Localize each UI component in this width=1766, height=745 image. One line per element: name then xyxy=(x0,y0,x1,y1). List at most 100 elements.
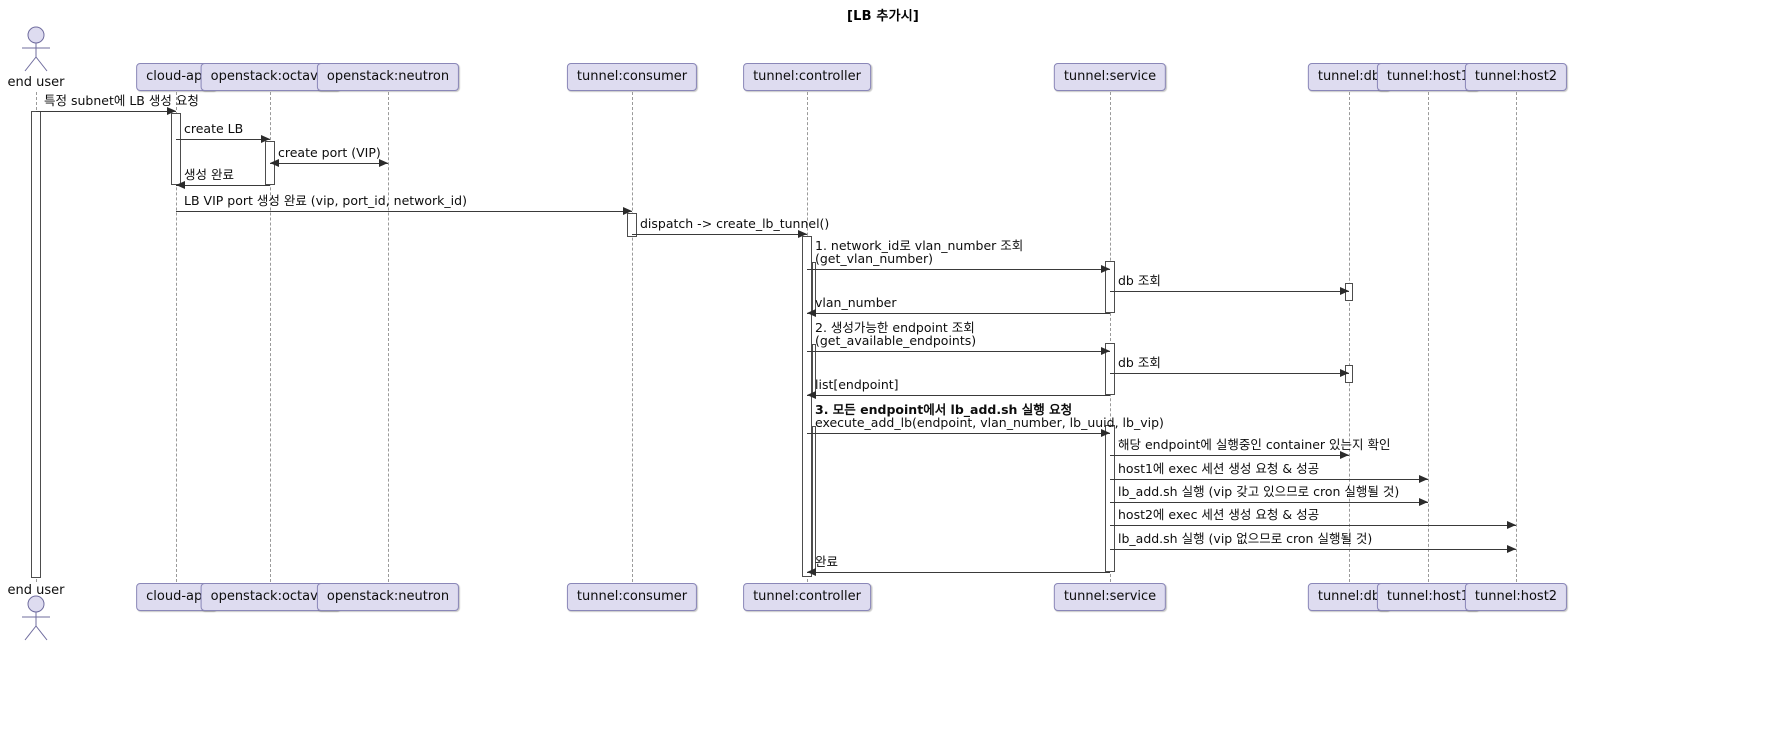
arrowhead-m16-right xyxy=(1419,498,1428,506)
message-line-m7 xyxy=(807,269,1110,270)
participant-tunnel-host2-top[interactable]: tunnel:host2 xyxy=(1464,63,1568,91)
message-line-m9 xyxy=(807,313,1110,314)
actor-label-top: end user xyxy=(7,75,65,90)
participant-openstack-neutron-bottom[interactable]: openstack:neutron xyxy=(316,583,460,611)
activation-a-ctrl-inner-3 xyxy=(812,426,816,573)
participant-tunnel-db-top[interactable]: tunnel:db xyxy=(1307,63,1391,91)
message-line-m15 xyxy=(1110,479,1428,480)
message-label-m4: 생성 완료 xyxy=(184,168,234,181)
participant-tunnel-controller-bottom[interactable]: tunnel:controller xyxy=(743,583,871,611)
message-line-m4 xyxy=(176,185,270,186)
message-label-m14: 해당 endpoint에 실행중인 container 있는지 확인 xyxy=(1118,438,1391,451)
participant-tunnel-host1-bottom[interactable]: tunnel:host1 xyxy=(1376,583,1480,611)
message-label-m5: LB VIP port 생성 완료 (vip, port_id, network… xyxy=(184,194,467,207)
message-line-m2 xyxy=(176,139,270,140)
message-label-m9: vlan_number xyxy=(815,296,897,309)
participant-tunnel-db-bottom[interactable]: tunnel:db xyxy=(1307,583,1391,611)
message-label-m7: 1. network_id로 vlan_number 조회(get_vlan_n… xyxy=(815,239,1023,265)
arrowhead-m2-right xyxy=(261,135,270,143)
arrowhead-m6-right xyxy=(798,230,807,238)
message-line-m18 xyxy=(1110,549,1516,550)
activation-a-service-3 xyxy=(1105,425,1115,572)
message-label-m15-line-0: host1에 exec 세션 생성 요청 & 성공 xyxy=(1118,461,1320,476)
message-label-m7-line-0: 1. network_id로 vlan_number 조회 xyxy=(815,238,1024,253)
arrowhead-m1-right xyxy=(167,107,176,115)
message-label-m13-line-1: execute_add_lb(endpoint, vlan_number, lb… xyxy=(815,415,1164,430)
participant-tunnel-controller-top[interactable]: tunnel:controller xyxy=(743,63,871,91)
message-label-m15: host1에 exec 세션 생성 요청 & 성공 xyxy=(1118,462,1319,475)
participant-tunnel-service-bottom[interactable]: tunnel:service xyxy=(1053,583,1167,611)
message-label-m8-line-0: db 조회 xyxy=(1118,273,1161,288)
arrowhead-m12-left xyxy=(807,391,816,399)
message-label-m6: dispatch -> create_lb_tunnel() xyxy=(640,217,829,230)
arrowhead-m17-right xyxy=(1507,521,1516,529)
message-label-m18: lb_add.sh 실행 (vip 없으므로 cron 실행될 것) xyxy=(1118,532,1372,545)
message-label-m12: list[endpoint] xyxy=(815,378,899,391)
participant-tunnel-service-top[interactable]: tunnel:service xyxy=(1053,63,1167,91)
message-line-m5 xyxy=(176,211,632,212)
message-label-m9-line-0: vlan_number xyxy=(815,295,897,310)
message-label-m1-line-0: 특정 subnet에 LB 생성 요청 xyxy=(44,93,199,108)
message-label-m5-line-0: LB VIP port 생성 완료 (vip, port_id, network… xyxy=(184,193,467,208)
participant-tunnel-consumer-bottom[interactable]: tunnel:consumer xyxy=(566,583,698,611)
actor-figure-top xyxy=(8,26,64,72)
message-label-m17-line-0: host2에 exec 세션 생성 요청 & 성공 xyxy=(1118,507,1320,522)
message-label-m2-line-0: create LB xyxy=(184,121,244,136)
message-label-m18-line-0: lb_add.sh 실행 (vip 없으므로 cron 실행될 것) xyxy=(1118,531,1373,546)
arrowhead-m11-right xyxy=(1340,369,1349,377)
lifeline-tunnel-service xyxy=(1110,92,1111,582)
message-line-m14 xyxy=(1110,455,1349,456)
lifeline-tunnel-host1 xyxy=(1428,92,1429,582)
message-line-m10 xyxy=(807,351,1110,352)
arrowhead-m10-right xyxy=(1101,347,1110,355)
actor-figure-bottom xyxy=(8,595,64,641)
message-label-m1: 특정 subnet에 LB 생성 요청 xyxy=(44,94,199,107)
arrowhead-m18-right xyxy=(1507,545,1516,553)
message-label-m2: create LB xyxy=(184,122,243,135)
message-label-m16-line-0: lb_add.sh 실행 (vip 갖고 있으므로 cron 실행될 것) xyxy=(1118,484,1400,499)
message-label-m11: db 조회 xyxy=(1118,356,1161,369)
arrowhead-m4-left xyxy=(176,181,185,189)
message-line-m6 xyxy=(632,234,807,235)
activation-a-cloudapi xyxy=(171,113,181,185)
lifeline-tunnel-host2 xyxy=(1516,92,1517,582)
participant-tunnel-consumer-top[interactable]: tunnel:consumer xyxy=(566,63,698,91)
message-label-m7-line-1: (get_vlan_number) xyxy=(815,251,934,266)
message-label-m6-line-0: dispatch -> create_lb_tunnel() xyxy=(640,216,830,231)
message-label-m11-line-0: db 조회 xyxy=(1118,355,1161,370)
lifeline-cloud-api xyxy=(176,92,177,582)
message-label-m12-line-0: list[endpoint] xyxy=(815,377,899,392)
message-line-m16 xyxy=(1110,502,1428,503)
message-line-m19 xyxy=(807,572,1110,573)
message-label-m3-line-0: create port (VIP) xyxy=(278,145,381,160)
message-label-m10-line-1: (get_available_endpoints) xyxy=(815,333,977,348)
message-label-m16: lb_add.sh 실행 (vip 갖고 있으므로 cron 실행될 것) xyxy=(1118,485,1399,498)
message-label-m17: host2에 exec 세션 생성 요청 & 성공 xyxy=(1118,508,1319,521)
actor-label-bottom: end user xyxy=(7,583,65,598)
participant-tunnel-host1-top[interactable]: tunnel:host1 xyxy=(1376,63,1480,91)
message-label-m4-line-0: 생성 완료 xyxy=(184,167,234,182)
participant-tunnel-host2-bottom[interactable]: tunnel:host2 xyxy=(1464,583,1568,611)
message-line-m13 xyxy=(807,433,1110,434)
message-line-m3 xyxy=(270,163,388,164)
arrowhead-m9-left xyxy=(807,309,816,317)
message-line-m12 xyxy=(807,395,1110,396)
participant-openstack-octavia-top[interactable]: openstack:octavia xyxy=(200,63,340,91)
participant-openstack-neutron-top[interactable]: openstack:neutron xyxy=(316,63,460,91)
arrowhead-m3-right xyxy=(379,159,388,167)
arrowhead-m5-right xyxy=(623,207,632,215)
message-line-m17 xyxy=(1110,525,1516,526)
arrowhead-m15-right xyxy=(1419,475,1428,483)
activation-a-controller xyxy=(802,236,812,577)
arrowhead-m14-right xyxy=(1340,451,1349,459)
arrowhead-m13-right xyxy=(1101,429,1110,437)
lifeline-openstack-neutron xyxy=(388,92,389,582)
arrowhead-m3-left xyxy=(270,159,279,167)
activation-a-service-2 xyxy=(1105,343,1115,395)
message-line-m11 xyxy=(1110,373,1349,374)
arrowhead-m19-left xyxy=(807,568,816,576)
participant-openstack-octavia-bottom[interactable]: openstack:octavia xyxy=(200,583,340,611)
message-label-m10-line-0: 2. 생성가능한 endpoint 조회 xyxy=(815,320,975,335)
